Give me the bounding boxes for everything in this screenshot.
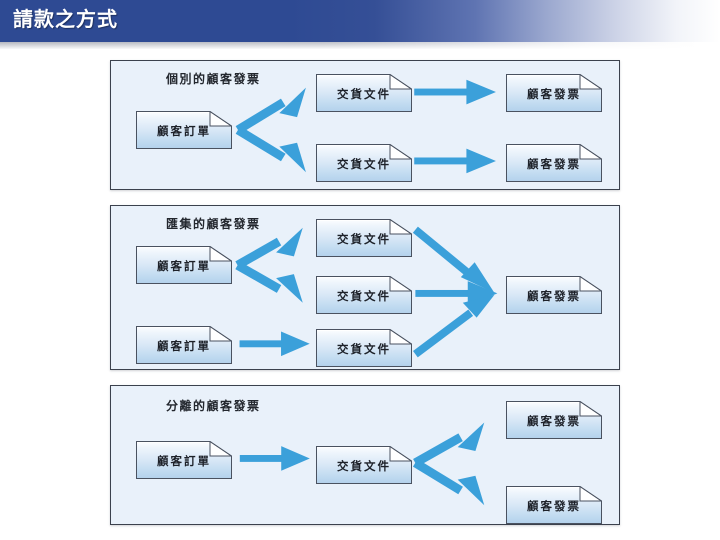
document-label: 交貨文件 <box>337 231 391 246</box>
panel-split-invoice: 分離的顧客發票 顧客訂單交貨文件顧客發票顧客發票 <box>110 385 620 525</box>
document-label: 交貨文件 <box>337 156 391 171</box>
arrow-order-to-delivery-split <box>235 87 306 173</box>
document-label: 顧客訂單 <box>157 123 211 138</box>
document-delivery-doc-2[interactable]: 交貨文件 <box>316 276 412 314</box>
document-label: 交貨文件 <box>337 288 391 303</box>
panel-individual-invoice: 個別的顧客發票 顧客訂單交貨文件交貨文件顧客發票顧客發票 <box>110 60 620 190</box>
document-label: 顧客發票 <box>527 156 581 171</box>
document-delivery-doc[interactable]: 交貨文件 <box>316 446 412 484</box>
arrow-delivery-2-to-invoice-2 <box>414 148 496 174</box>
document-customer-invoice-2[interactable]: 顧客發票 <box>506 486 602 524</box>
arrow-order-2-to-delivery-3 <box>239 331 310 357</box>
title-bar <box>0 0 720 42</box>
document-label: 交貨文件 <box>337 86 391 101</box>
document-label: 顧客訂單 <box>157 338 211 353</box>
arrow-delivery-1-to-invoice-1 <box>414 79 496 105</box>
document-body <box>316 446 412 484</box>
document-customer-order[interactable]: 顧客訂單 <box>136 111 232 149</box>
arrow-order-1-to-deliveries-split <box>235 227 303 303</box>
document-label: 顧客發票 <box>527 288 581 303</box>
panel-collective-invoice: 匯集的顧客發票 顧客訂單顧客訂單交貨文件交貨文件交貨文件顧客發票 <box>110 205 620 370</box>
panel-label: 分離的顧客發票 <box>166 399 261 413</box>
document-delivery-doc-2[interactable]: 交貨文件 <box>316 144 412 182</box>
arrow-delivery-to-invoices-split <box>412 422 485 506</box>
document-customer-invoice-2[interactable]: 顧客發票 <box>506 144 602 182</box>
document-customer-invoice-1[interactable]: 顧客發票 <box>506 74 602 112</box>
document-customer-invoice[interactable]: 顧客發票 <box>506 276 602 314</box>
document-delivery-doc-1[interactable]: 交貨文件 <box>316 74 412 112</box>
panel-label: 匯集的顧客發票 <box>166 217 261 231</box>
document-label: 顧客發票 <box>527 86 581 101</box>
document-customer-order-1[interactable]: 顧客訂單 <box>136 246 232 284</box>
title-bar-shadow <box>0 42 720 49</box>
document-customer-order-2[interactable]: 顧客訂單 <box>136 326 232 364</box>
document-customer-order[interactable]: 顧客訂單 <box>136 441 232 479</box>
document-delivery-doc-1[interactable]: 交貨文件 <box>316 219 412 257</box>
document-label: 顧客發票 <box>527 413 581 428</box>
panel-label: 個別的顧客發票 <box>166 72 261 86</box>
document-label: 顧客訂單 <box>157 258 211 273</box>
document-label: 顧客訂單 <box>157 453 211 468</box>
page-title: 請款之方式 <box>13 7 118 31</box>
arrow-order-to-delivery <box>239 446 310 471</box>
document-customer-invoice-1[interactable]: 顧客發票 <box>506 401 602 439</box>
document-label: 顧客發票 <box>527 498 581 513</box>
document-label: 交貨文件 <box>337 341 391 356</box>
arrow-deliveries-to-invoice-merge <box>412 226 498 358</box>
document-delivery-doc-3[interactable]: 交貨文件 <box>316 329 412 367</box>
document-label: 交貨文件 <box>337 458 391 473</box>
